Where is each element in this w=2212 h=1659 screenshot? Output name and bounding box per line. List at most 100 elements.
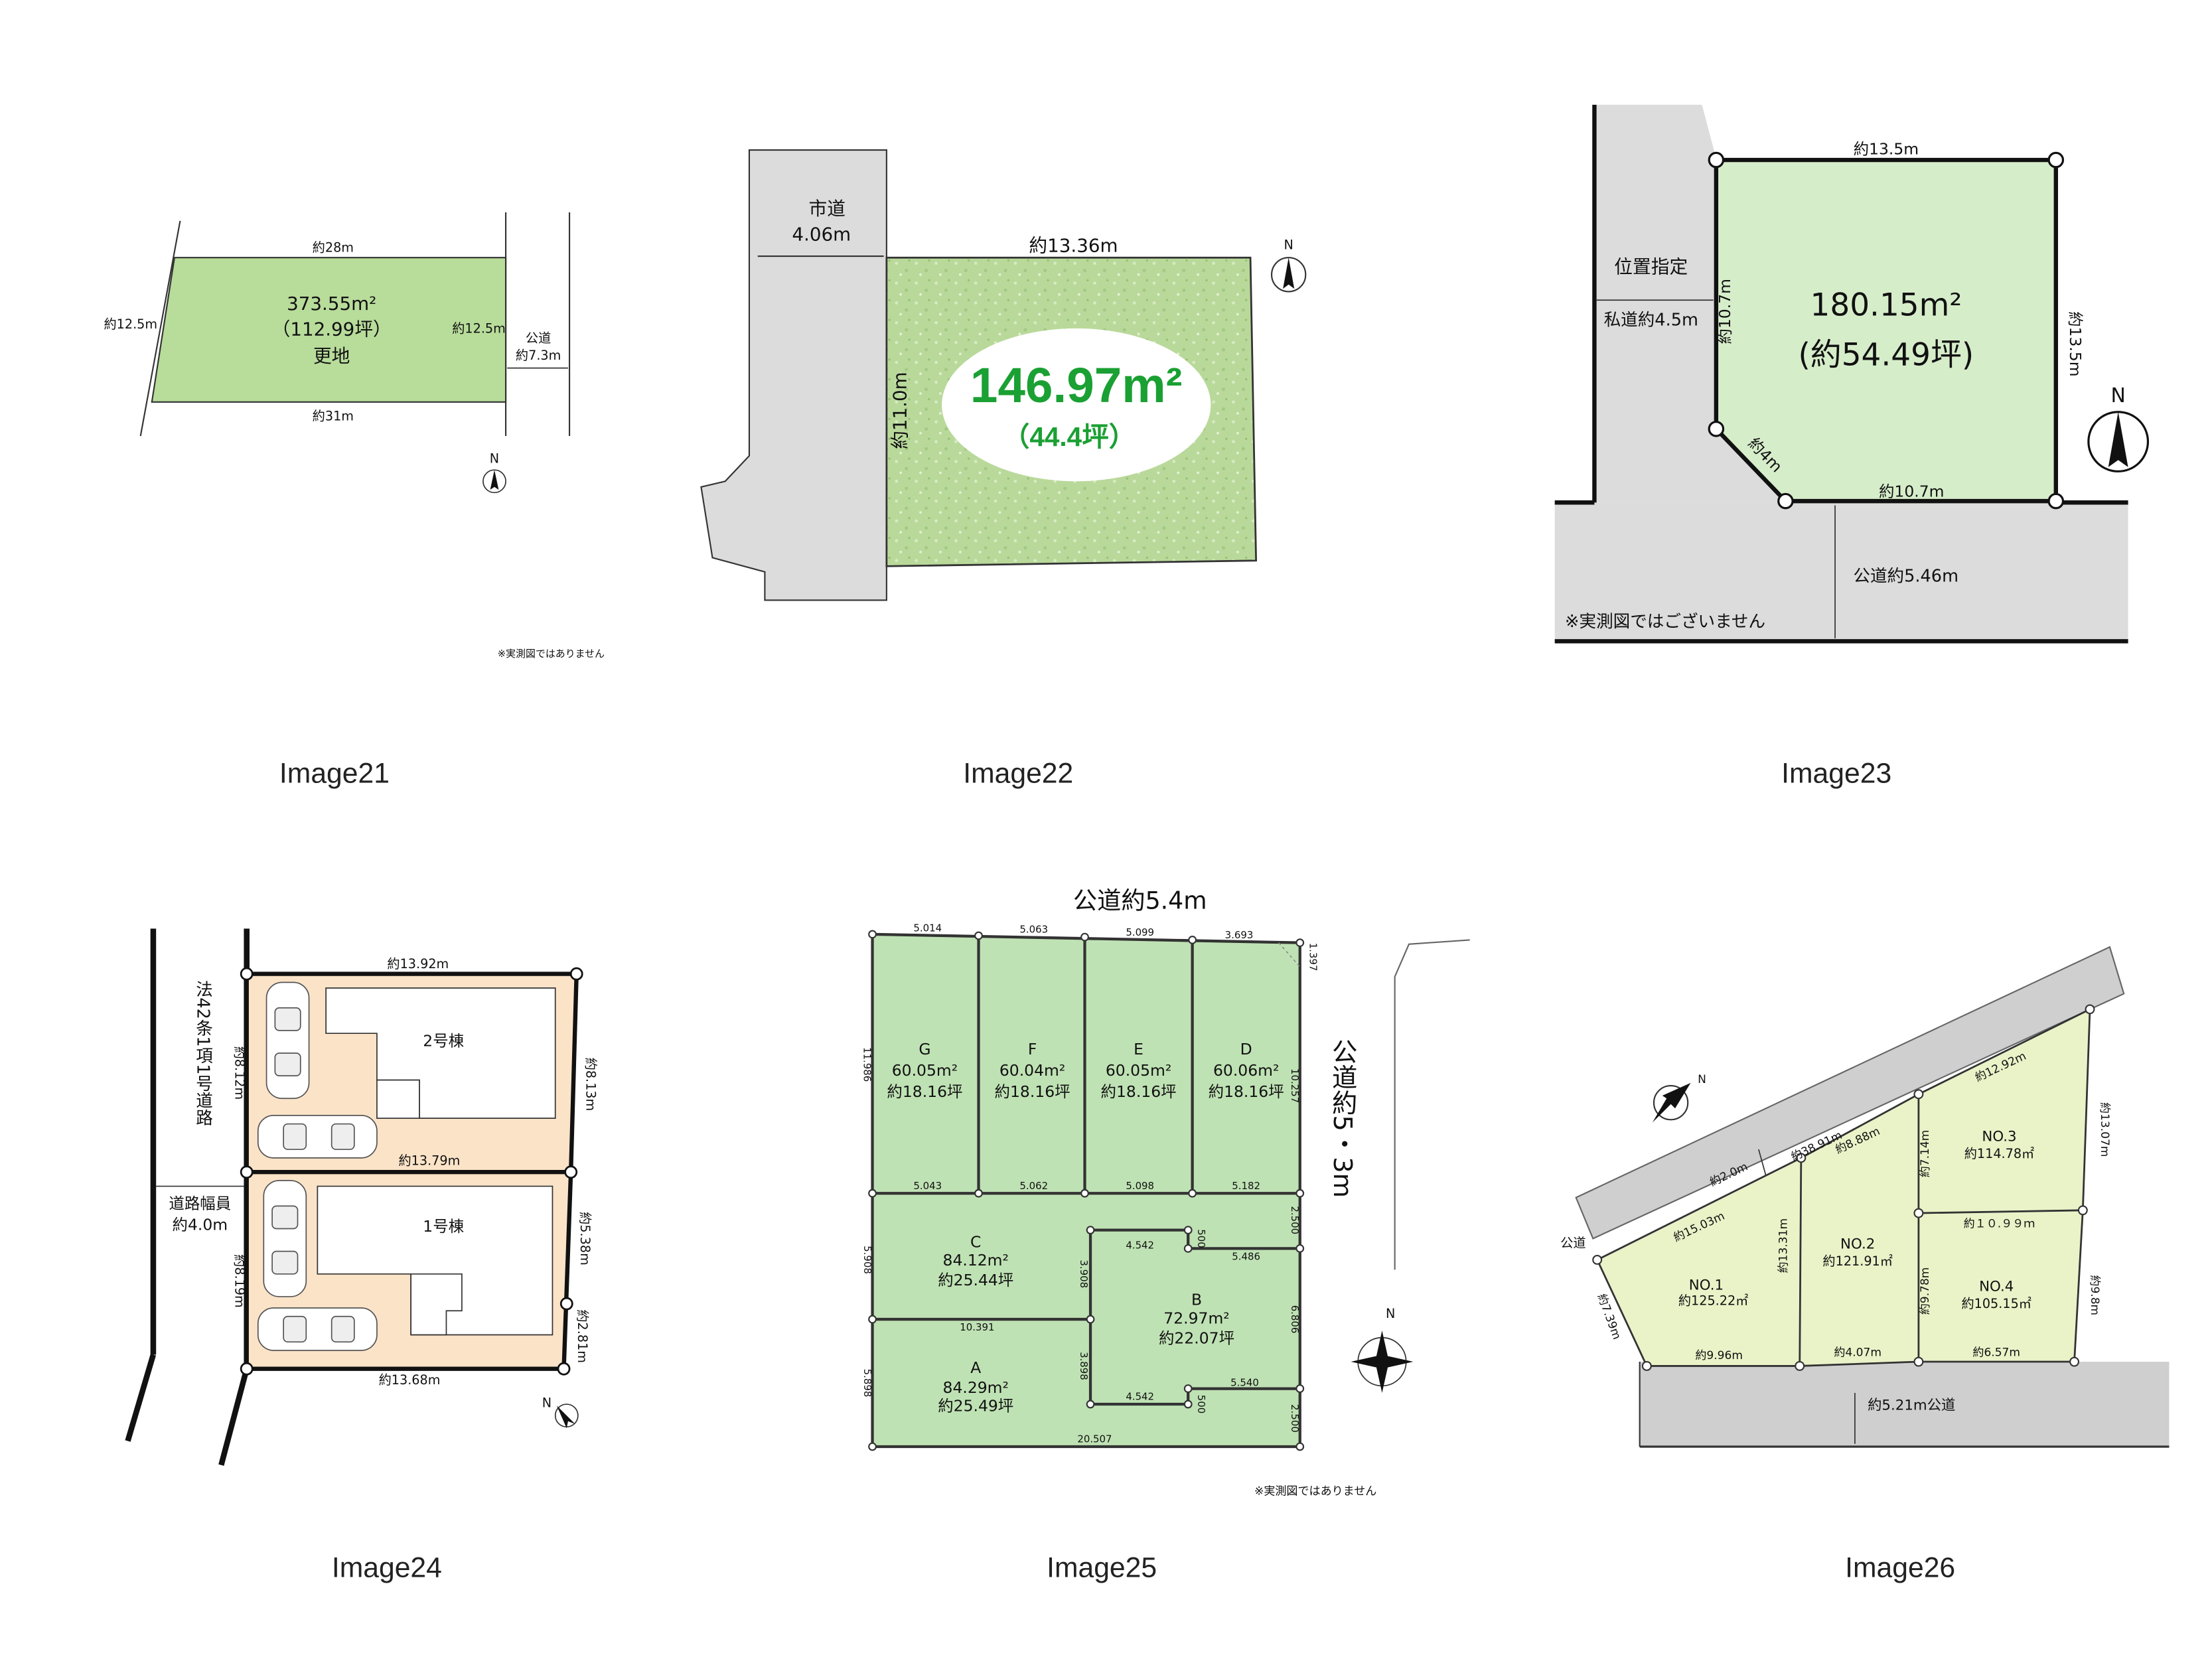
plan21-left-boundary	[139, 220, 181, 437]
plan23-private-road	[1594, 104, 1786, 503]
plan21-tsubo: （112.99坪）	[272, 319, 392, 340]
svg-text:約22.07坪: 約22.07坪	[1159, 1329, 1234, 1347]
plan24-left-upper-dim: 約8.12m	[232, 1046, 248, 1100]
plan22-road-width: 4.06m	[792, 224, 851, 246]
plan24-top-dim: 約13.92m	[387, 956, 449, 972]
caption-image21: Image21	[279, 758, 390, 790]
plan23-right-dim: 約13.5m	[2066, 311, 2085, 377]
svg-text:60.05m²: 60.05m²	[1106, 1061, 1171, 1080]
svg-text:約１０.９９ｍ: 約１０.９９ｍ	[1964, 1217, 2035, 1230]
svg-text:N: N	[1698, 1073, 1706, 1086]
plan26-site	[1595, 1007, 2091, 1367]
caption-image23: Image23	[1781, 758, 1891, 790]
svg-text:5.098: 5.098	[1126, 1180, 1154, 1192]
plan25-lot-f: F 60.04m² 約18.16坪	[995, 1040, 1070, 1101]
svg-text:N: N	[1386, 1306, 1395, 1321]
plan23-bottom-dim: 約10.7m	[1879, 482, 1945, 501]
svg-text:約18.16坪: 約18.16坪	[1209, 1082, 1284, 1101]
plan25-road-edge	[1394, 939, 1470, 1270]
svg-text:約9.96m: 約9.96m	[1695, 1349, 1743, 1362]
svg-text:500: 500	[1195, 1395, 1207, 1413]
svg-text:4.542: 4.542	[1126, 1239, 1154, 1251]
plan24-road-edge	[125, 1354, 157, 1442]
plan-23: 約13.5m 約10.7m 約13.5m 約10.7m 約4m 180.15m²…	[1554, 104, 2150, 644]
plan26-lot-1-area: 約125.22㎡	[1678, 1293, 1749, 1309]
plan26-road-bottom: 約5.21m公道	[1868, 1398, 1955, 1414]
plan26-lower-road	[1639, 1362, 2170, 1447]
svg-text:500: 500	[1195, 1229, 1207, 1248]
plan25-corners	[868, 930, 1305, 1451]
plan22-left-dim: 約11.0m	[889, 372, 911, 449]
car-icon	[265, 981, 310, 1100]
plan21-note: ※実測図ではありません	[498, 648, 605, 660]
plan21-right-dim: 約12.5m	[452, 321, 506, 336]
plan24-house-2-label: 2号棟	[423, 1031, 464, 1050]
plan25-lot-g: G 60.05m² 約18.16坪	[887, 1040, 962, 1101]
plan21-top-dim: 約28m	[313, 240, 354, 255]
plan25-note: ※実測図ではありません	[1254, 1485, 1376, 1498]
plan22-tsubo: （44.4坪）	[1003, 421, 1136, 452]
svg-text:5.908: 5.908	[861, 1246, 873, 1274]
plan26-lot-4-name: NO.4	[1979, 1278, 2014, 1295]
svg-text:A: A	[970, 1358, 981, 1377]
svg-text:N: N	[490, 451, 499, 467]
svg-text:約13.07m: 約13.07m	[2098, 1102, 2111, 1157]
svg-text:約6.57m: 約6.57m	[1972, 1346, 2020, 1360]
plan26-lot-4-area: 約105.15㎡	[1961, 1296, 2031, 1311]
plan26-corners	[1592, 1004, 2095, 1371]
plan21-type: 更地	[313, 345, 350, 367]
svg-text:11.986: 11.986	[861, 1047, 873, 1082]
compass-icon: N	[2087, 384, 2150, 472]
plan-24: 2号棟 1号棟 約13.92m 約13.79m 約13.68m 約8.1	[125, 928, 599, 1466]
plan21-area: 373.55m²	[287, 293, 376, 315]
plan23-private-road-label: 私道約4.5m	[1604, 311, 1698, 330]
plan24-bottom-dim: 約13.68m	[379, 1372, 441, 1388]
plan-25: 公道約5.4m 公道約5・3m G 60.05m² 約18.16坪	[861, 886, 1470, 1498]
svg-text:5.099: 5.099	[1126, 926, 1154, 938]
plan24-road-law: 法42条1項1号道路	[193, 980, 213, 1125]
svg-text:5.898: 5.898	[861, 1369, 873, 1398]
plan23-public-road	[1554, 502, 2128, 642]
svg-text:3.898: 3.898	[1078, 1352, 1090, 1380]
svg-text:約18.16坪: 約18.16坪	[995, 1082, 1070, 1101]
svg-text:3.693: 3.693	[1225, 929, 1254, 941]
svg-text:10.391: 10.391	[960, 1321, 994, 1333]
plan23-left-dim: 約10.7m	[1716, 279, 1734, 344]
plan25-road-right: 公道約5・3m	[1327, 1039, 1357, 1198]
compass-icon: N	[542, 1395, 579, 1429]
compass-icon: N	[1271, 237, 1307, 293]
plan-22: 146.97m² （44.4坪） 市道 4.06m 約13.36m 約11.0m…	[700, 149, 1307, 601]
plan24-corners	[240, 967, 583, 1376]
plan26-lot-3-name: NO.3	[1982, 1128, 2016, 1145]
plan-26: NO.1 約125.22㎡ NO.2 約121.91㎡ NO.3 約114.78…	[1560, 946, 2170, 1448]
plan26-road-label: 公道	[1560, 1235, 1585, 1250]
caption-image24: Image24	[332, 1551, 442, 1583]
car-icon	[263, 1180, 307, 1297]
svg-text:約25.49坪: 約25.49坪	[938, 1397, 1013, 1415]
plan22-label-oval	[942, 328, 1211, 482]
svg-text:約25.44坪: 約25.44坪	[938, 1271, 1013, 1289]
plan24-middle-dim: 約13.79m	[398, 1153, 460, 1169]
plan22-area: 146.97m²	[970, 357, 1183, 413]
plan21-left-dim: 約12.5m	[104, 317, 157, 332]
svg-text:N: N	[542, 1395, 552, 1410]
caption-image26: Image26	[1845, 1551, 1955, 1583]
car-icon	[257, 1115, 378, 1159]
compass-icon: N	[1652, 1073, 1706, 1123]
plan24-right-upper-dim: 約8.13m	[583, 1058, 599, 1112]
plan24-house-1-porch	[410, 1273, 463, 1336]
plan24-road-width-label: 道路幅員	[169, 1194, 231, 1213]
svg-text:E: E	[1134, 1040, 1143, 1058]
svg-text:F: F	[1028, 1040, 1037, 1058]
svg-text:5.182: 5.182	[1232, 1180, 1260, 1192]
svg-text:約13.31m: 約13.31m	[1777, 1218, 1791, 1273]
svg-text:4.542: 4.542	[1126, 1391, 1154, 1403]
plan22-road	[700, 149, 887, 601]
plan24-road-edge	[218, 1368, 250, 1466]
plan25-lot-a: A 84.29m² 約25.49坪	[938, 1358, 1013, 1415]
plan25-lot-c: C 84.12m² 約25.44坪	[938, 1232, 1013, 1289]
plan25-lot-e: E 60.05m² 約18.16坪	[1101, 1040, 1177, 1101]
svg-text:約9.78m: 約9.78m	[1919, 1267, 1932, 1315]
svg-text:C: C	[970, 1232, 981, 1251]
